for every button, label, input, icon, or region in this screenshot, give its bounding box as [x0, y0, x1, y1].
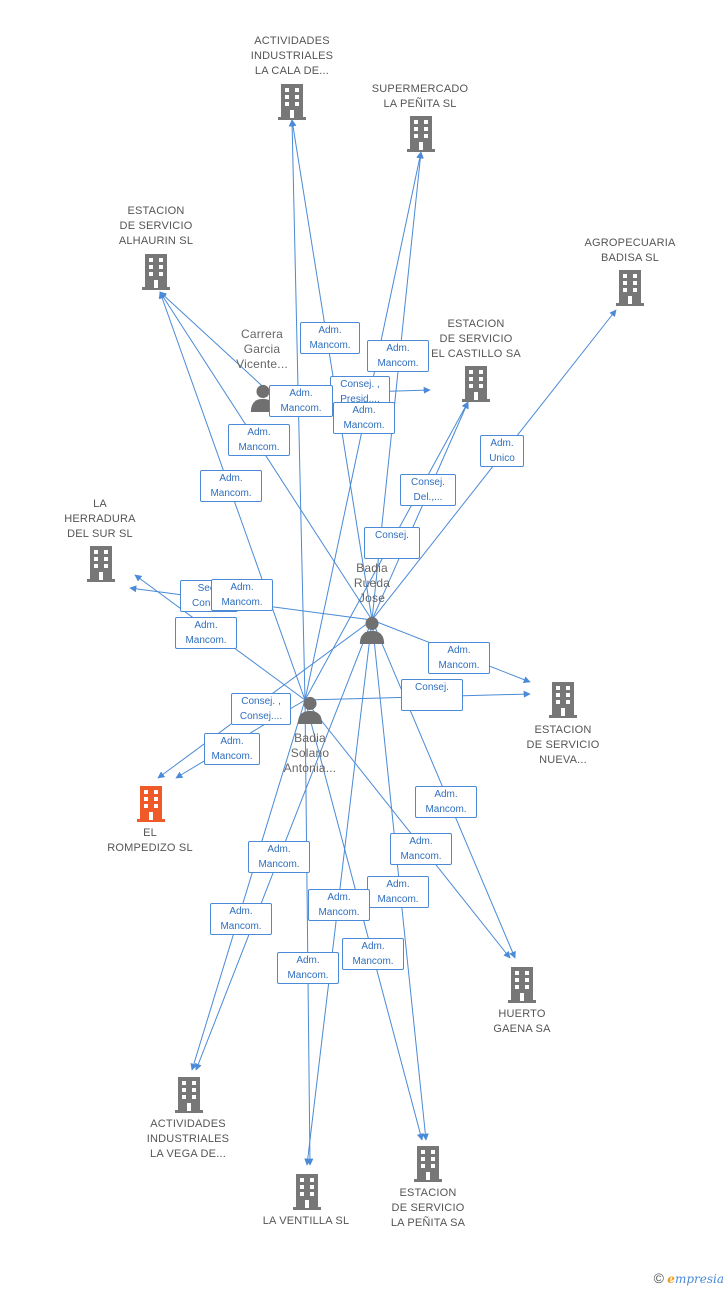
company-label-supermercado[interactable]: SUPERMERCADO LA PEÑITA SL [371, 83, 469, 110]
relationship-role-label[interactable]: Adm. Mancom. [211, 579, 273, 611]
relationship-edge [289, 119, 373, 621]
relationship-role-label[interactable]: Consej. Del.,... [400, 474, 456, 506]
building-icon[interactable] [137, 786, 165, 822]
relationship-role-label[interactable]: Adm. Unico [480, 435, 524, 467]
relationship-role-label[interactable]: Adm. Mancom. [428, 642, 490, 674]
relationship-role-label[interactable]: Adm. Mancom. [308, 889, 370, 921]
relationship-edge [371, 401, 469, 621]
brand-logo: empresia [667, 1272, 724, 1286]
relationship-edge [159, 291, 273, 396]
company-label-rompedizo[interactable]: EL ROMPEDIZO SL [107, 827, 193, 854]
company-label-nueva[interactable]: ESTACION DE SERVICIO NUEVA... [526, 724, 600, 766]
person-label-carrera[interactable]: Carrera Garcia Vicente... [236, 327, 288, 371]
relationship-role-label[interactable]: Adm. Mancom. [333, 402, 395, 434]
relationship-role-label[interactable]: Adm. Mancom. [248, 841, 310, 873]
building-icon[interactable] [175, 1077, 203, 1113]
copyright-symbol: © [653, 1270, 664, 1286]
person-label-rueda[interactable]: Badia Rueda Jose [353, 561, 391, 605]
person-label-solano[interactable]: Badia Solano Antonia... [283, 731, 337, 775]
relationship-edge [190, 699, 306, 1071]
relationship-role-label[interactable]: Adm. Mancom. [415, 786, 477, 818]
building-icon[interactable] [142, 254, 170, 290]
company-label-agropecuaria[interactable]: AGROPECUARIA BADISA SL [584, 237, 676, 264]
building-icon[interactable] [616, 270, 644, 306]
company-label-vega[interactable]: ACTIVIDADES INDUSTRIALES LA VEGA DE... [146, 1118, 230, 1160]
relationship-edge [304, 699, 511, 959]
building-icon[interactable] [462, 366, 490, 402]
icons-layer [87, 84, 644, 1210]
relationship-role-label[interactable]: Adm. Mancom. [277, 952, 339, 984]
company-label-alhaurin[interactable]: ESTACION DE SERVICIO ALHAURIN SL [118, 205, 194, 247]
empresia-watermark: © empresia [654, 1270, 724, 1286]
relationship-edge [159, 291, 373, 621]
company-label-huerto[interactable]: HUERTO GAENA SA [493, 1008, 551, 1035]
relationship-role-label[interactable]: Adm. Mancom. [200, 470, 262, 502]
relationship-role-label[interactable]: Adm. Mancom. [204, 733, 260, 765]
building-icon[interactable] [87, 546, 115, 582]
relationship-role-label[interactable]: Adm. Mancom. [228, 424, 290, 456]
building-icon[interactable] [508, 967, 536, 1003]
company-label-herradura[interactable]: LA HERRADURA DEL SUR SL [64, 498, 136, 540]
relationship-edge [304, 699, 314, 1166]
relationship-role-label[interactable]: Adm. Mancom. [390, 833, 452, 865]
company-label-castillo[interactable]: ESTACION DE SERVICIO EL CASTILLO SA [431, 318, 521, 360]
brand-initial: e [667, 1272, 675, 1286]
building-icon[interactable] [414, 1146, 442, 1182]
brand-name: mpresia [674, 1272, 724, 1286]
relationship-role-label[interactable]: Adm. Mancom. [210, 903, 272, 935]
building-icon[interactable] [549, 682, 577, 718]
relationship-role-label[interactable]: Adm. Mancom. [175, 617, 237, 649]
relationship-role-label[interactable]: Consej. , Consej.... [231, 693, 291, 725]
relationship-role-label[interactable]: Adm. Mancom. [367, 876, 429, 908]
building-icon[interactable] [407, 116, 435, 152]
company-label-ventilla[interactable]: LA VENTILLA SL [262, 1215, 350, 1227]
company-label-actividades-cala[interactable]: ACTIVIDADES INDUSTRIALES LA CALA DE... [250, 35, 334, 77]
relationship-role-label[interactable]: Adm. Mancom. [269, 385, 333, 417]
relationship-role-label[interactable]: Consej. [401, 679, 463, 711]
relationship-role-label[interactable]: Consej. [364, 527, 420, 559]
building-icon[interactable] [293, 1174, 321, 1210]
building-icon[interactable] [278, 84, 306, 120]
person-icon[interactable] [359, 616, 385, 644]
company-label-penita-sa[interactable]: ESTACION DE SERVICIO LA PEÑITA SA [390, 1187, 466, 1229]
relationship-role-label[interactable]: Adm. Mancom. [300, 322, 360, 354]
relationship-role-label[interactable]: Adm. Mancom. [342, 938, 404, 970]
relationship-role-label[interactable]: Adm. Mancom. [367, 340, 429, 372]
